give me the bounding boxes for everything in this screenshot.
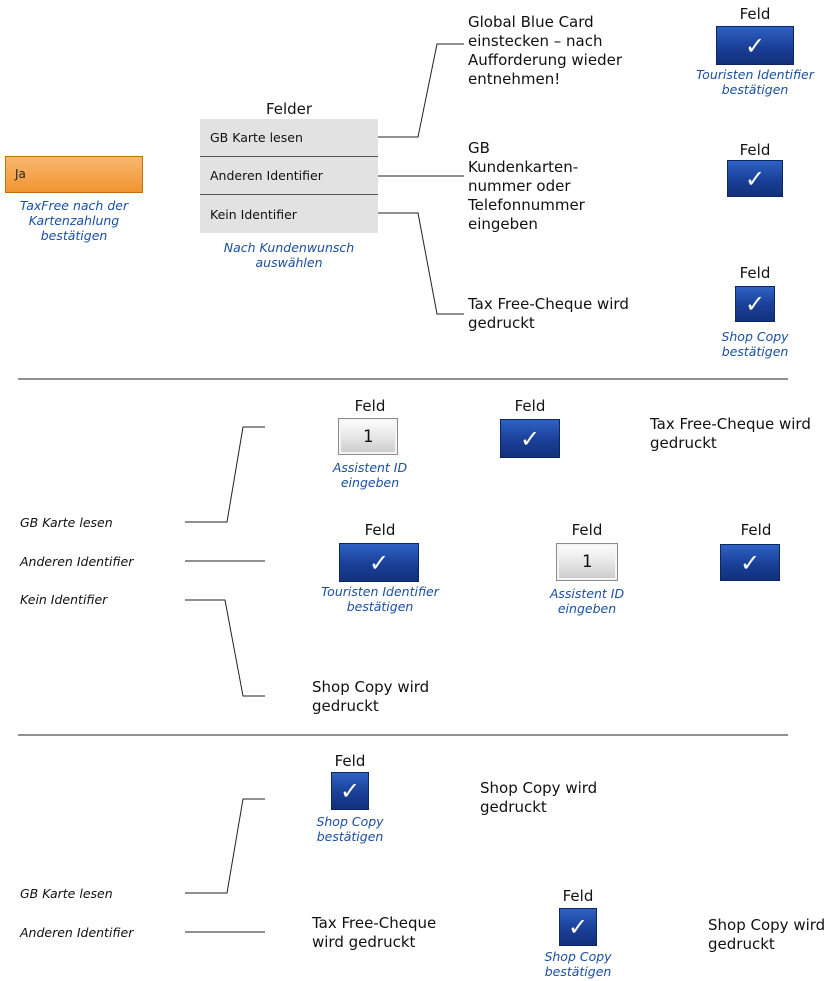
check-icon: ✓ — [519, 424, 541, 453]
feld-title: Feld — [739, 264, 771, 282]
ja-button-label: Ja — [15, 167, 26, 181]
option-label: Anderen Identifier — [210, 168, 323, 183]
feld-title: Feld — [514, 397, 546, 415]
check-icon: ✓ — [368, 548, 390, 577]
options-caption: Nach Kundenwunsch auswählen — [223, 240, 355, 270]
input-value: 1 — [362, 426, 374, 447]
assistant-id-input[interactable]: 1 — [556, 543, 618, 581]
step-insert-card: Global Blue Card einstecken – nach Auffo… — [468, 13, 622, 88]
result-cheque-printed: Tax Free-Cheque wird gedruckt — [650, 415, 811, 452]
result-shop-copy-printed: Shop Copy wird gedruckt — [312, 678, 430, 715]
feld-title: Feld — [354, 397, 386, 415]
option-divider — [200, 194, 378, 195]
feld-title: Feld — [364, 521, 396, 539]
confirm-button[interactable]: ✓ — [735, 286, 775, 322]
option-gb-karte-lesen[interactable]: GB Karte lesen — [200, 119, 378, 156]
option-kein-identifier[interactable]: Kein Identifier — [200, 195, 378, 233]
check-icon: ✓ — [567, 913, 589, 941]
confirm-button[interactable]: ✓ — [559, 908, 597, 946]
assistant-id-input[interactable]: 1 — [338, 418, 398, 455]
option-label: Kein Identifier — [210, 206, 297, 222]
check-icon: ✓ — [744, 164, 766, 193]
check-icon: ✓ — [744, 31, 766, 60]
label-kein-identifier: Kein Identifier — [20, 592, 108, 607]
label-anderen-identifier: Anderen Identifier — [20, 554, 134, 569]
feld-caption: Shop Copy bestätigen — [721, 329, 789, 359]
text-cheque-printed: Tax Free-Cheque wird gedruckt — [312, 914, 437, 951]
input-caption: Assistent ID eingeben — [332, 460, 408, 490]
feld-caption: Touristen Identifier bestätigen — [321, 584, 439, 614]
feld-caption: Shop Copy bestätigen — [316, 814, 384, 844]
feld-title: Feld — [571, 521, 603, 539]
option-label: GB Karte lesen — [210, 130, 303, 145]
result-shop-copy-printed: Shop Copy wird gedruckt — [708, 916, 826, 953]
check-icon: ✓ — [739, 548, 761, 577]
feld-title: Feld — [562, 887, 594, 905]
confirm-button[interactable]: ✓ — [500, 419, 560, 458]
feld-title: Feld — [739, 141, 771, 159]
option-divider — [200, 156, 378, 157]
feld-caption: Touristen Identifier bestätigen — [696, 67, 814, 97]
confirm-button[interactable]: ✓ — [716, 26, 794, 65]
confirm-button[interactable]: ✓ — [727, 160, 783, 197]
ja-caption: TaxFree nach der Kartenzahlung bestätige… — [19, 198, 129, 243]
step-cheque-printed: Tax Free-Cheque wird gedruckt — [468, 295, 629, 332]
felder-title: Felder — [265, 100, 313, 118]
label-anderen-identifier: Anderen Identifier — [20, 925, 134, 940]
input-value: 1 — [581, 552, 593, 572]
label-gb-karte-lesen: GB Karte lesen — [20, 515, 113, 530]
option-anderen-identifier[interactable]: Anderen Identifier — [200, 157, 378, 194]
feld-title: Feld — [739, 5, 771, 23]
check-icon: ✓ — [339, 777, 361, 805]
confirm-button[interactable]: ✓ — [339, 543, 419, 582]
feld-title: Feld — [740, 521, 772, 539]
option-list: GB Karte lesen Anderen Identifier Kein I… — [200, 119, 378, 233]
step-enter-number: GB Kundenkarten-nummer oder Telefonnumme… — [468, 139, 585, 233]
feld-title: Feld — [334, 752, 366, 770]
check-icon: ✓ — [744, 290, 766, 318]
result-shop-copy-printed: Shop Copy wird gedruckt — [480, 779, 598, 816]
confirm-button[interactable]: ✓ — [331, 772, 369, 810]
label-gb-karte-lesen: GB Karte lesen — [20, 886, 113, 901]
feld-caption: Shop Copy bestätigen — [544, 949, 612, 979]
confirm-button[interactable]: ✓ — [720, 544, 780, 581]
input-caption: Assistent ID eingeben — [549, 586, 625, 616]
ja-button[interactable]: Ja — [5, 156, 143, 193]
